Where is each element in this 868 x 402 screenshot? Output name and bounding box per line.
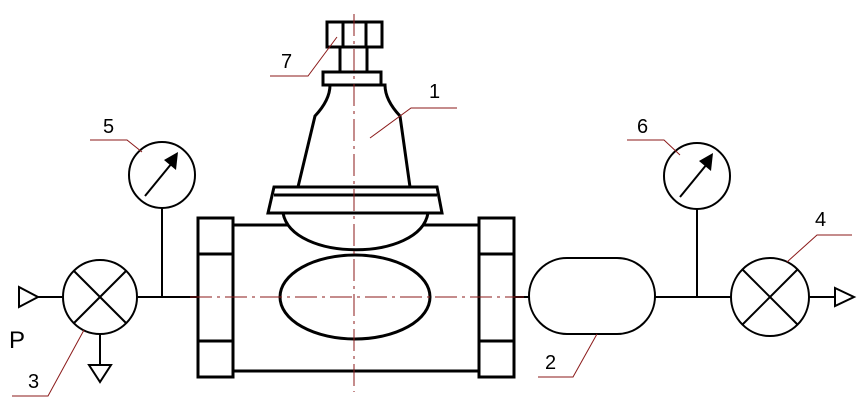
pressure-gauge-6 xyxy=(663,142,731,297)
label-1: 1 xyxy=(429,81,440,103)
label-3: 3 xyxy=(28,371,39,393)
inlet-valve-3 xyxy=(62,259,138,384)
outlet-arrow xyxy=(834,286,857,308)
leader-7 xyxy=(270,36,338,77)
inlet-arrow xyxy=(18,285,41,309)
label-4: 4 xyxy=(815,209,826,231)
valve-body xyxy=(196,216,516,379)
label-5: 5 xyxy=(103,116,114,138)
label-2: 2 xyxy=(545,352,556,374)
pressure-regulator-1 xyxy=(266,70,444,252)
leader-5 xyxy=(90,139,143,153)
label-7: 7 xyxy=(281,51,292,73)
leader-4 xyxy=(786,234,852,263)
leader-2 xyxy=(538,333,598,378)
receiver-tank-2 xyxy=(528,257,656,335)
leader-3 xyxy=(12,329,85,397)
leader-1 xyxy=(369,107,457,139)
outlet-valve-4 xyxy=(730,257,810,337)
pressure-gauge-5 xyxy=(128,141,196,297)
label-6: 6 xyxy=(637,116,648,138)
label-pressure: P xyxy=(9,327,25,354)
leader-6 xyxy=(627,139,681,156)
